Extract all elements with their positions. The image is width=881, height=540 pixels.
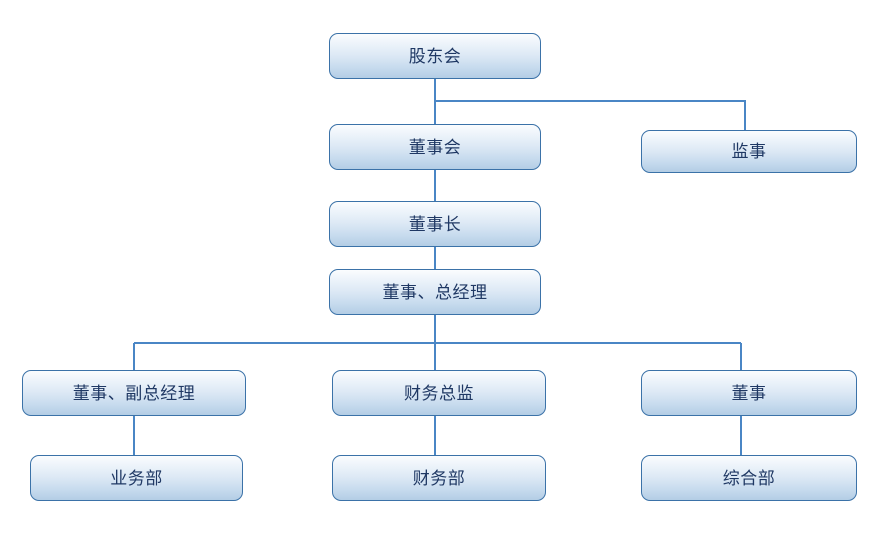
node-label-shareholders: 股东会 <box>408 46 462 66</box>
node-deputy-general-manager[interactable]: 董事、副总经理 <box>22 370 246 416</box>
node-label-business-department: 业务部 <box>110 468 163 488</box>
node-shareholders[interactable]: 股东会 <box>329 33 541 79</box>
node-board[interactable]: 董事会 <box>329 124 541 170</box>
node-business-department[interactable]: 业务部 <box>30 455 243 501</box>
node-label-general-department: 综合部 <box>722 468 776 488</box>
node-general-department[interactable]: 综合部 <box>641 455 857 501</box>
node-cfo[interactable]: 财务总监 <box>332 370 546 416</box>
node-label-deputy-general-manager: 董事、副总经理 <box>72 383 196 403</box>
node-label-cfo: 财务总监 <box>404 383 474 403</box>
node-label-general-manager: 董事、总经理 <box>382 282 488 302</box>
node-label-finance-department: 财务部 <box>412 468 466 488</box>
node-director[interactable]: 董事 <box>641 370 857 416</box>
node-finance-department[interactable]: 财务部 <box>332 455 546 501</box>
node-label-director: 董事 <box>731 383 767 403</box>
node-label-chairman: 董事长 <box>408 214 462 234</box>
node-label-supervisor: 监事 <box>731 142 767 161</box>
node-label-board: 董事会 <box>408 137 462 157</box>
node-general-manager[interactable]: 董事、总经理 <box>329 269 541 315</box>
node-chairman[interactable]: 董事长 <box>329 201 541 247</box>
node-supervisor[interactable]: 监事 <box>641 130 857 173</box>
